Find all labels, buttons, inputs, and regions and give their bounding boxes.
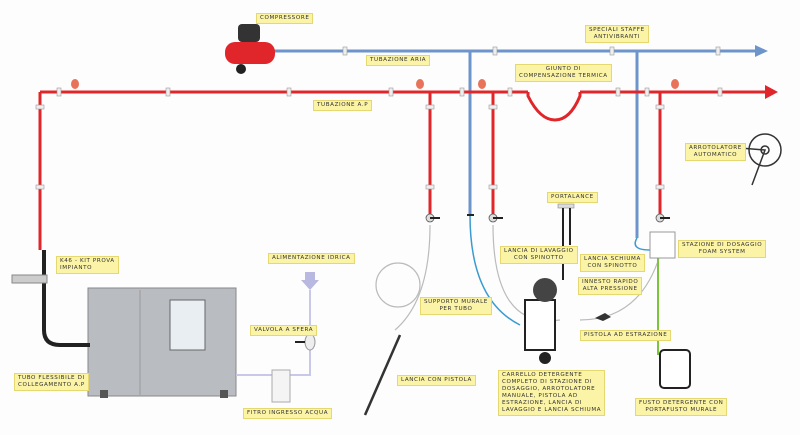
label-lancia-pistola: Lancia con pistola <box>397 375 476 386</box>
detergent-trolley-icon <box>524 278 557 364</box>
label-fusto: Fusto detergente con portafusto murale <box>635 398 728 416</box>
hp-arrow-icon <box>765 85 778 99</box>
test-kit-icon <box>11 274 48 284</box>
air-pipe <box>270 49 755 326</box>
label-alimentazione: Alimentazione idrica <box>268 253 355 264</box>
label-compressore: Compressore <box>256 13 314 24</box>
label-lancia-schiuma: Lancia schiuma con spinotto <box>580 254 645 272</box>
label-supporto: Supporto murale per tubo <box>420 297 492 315</box>
pressure-washer-unit <box>87 287 237 398</box>
label-lancia-lavaggio: Lancia di lavaggio con spinotto <box>500 246 578 264</box>
label-valvola: Valvola a sfera <box>250 325 318 336</box>
water-filter-icon <box>271 369 291 403</box>
label-stazione: Stazione di dosaggio Foam System <box>678 240 767 258</box>
label-arrotolatore: Arrotolatore automatico <box>685 143 746 161</box>
label-tubazione-ap: Tubazione A.P <box>313 100 373 111</box>
water-inlet-arrow-icon <box>301 272 319 290</box>
extraction-gun-icon <box>595 313 611 321</box>
pipe-brackets <box>35 46 723 190</box>
lance-with-gun-icon <box>363 334 402 416</box>
label-giunto: Giunto di Compensazione Termica <box>515 64 612 82</box>
air-arrow-icon <box>755 45 768 57</box>
label-tubo-flessibile: Tubo flessibile di collegamento A.P <box>14 373 89 391</box>
lance-holder-icon <box>557 203 575 280</box>
ball-valve-icon <box>304 333 316 351</box>
label-carrello: Carrello detergente completo di stazione… <box>498 370 606 416</box>
label-pistola-estrazione: Pistola ad estrazione <box>580 330 672 341</box>
label-staffe: Speciali Staffe antivibranti <box>585 25 649 43</box>
label-portalance: Portalance <box>547 192 598 203</box>
hp-pipe <box>38 90 765 250</box>
detergent-drum-icon <box>659 349 691 389</box>
expansion-vessel-icons <box>71 79 679 89</box>
water-supply-pipe <box>236 290 311 376</box>
compressor-icon <box>225 24 275 74</box>
flexible-hose <box>42 250 90 347</box>
label-tubazione-aria: Tubazione aria <box>366 55 431 66</box>
label-filtro: Fitro ingresso acqua <box>243 408 333 419</box>
foam-station-icon <box>649 231 676 259</box>
tap-icons <box>425 213 665 223</box>
label-kit-prova: K46 - Kit Prova impianto <box>56 256 119 274</box>
hose-reel-icon <box>739 133 782 186</box>
label-innesto: Innesto Rapido Alta pressione <box>578 277 643 295</box>
